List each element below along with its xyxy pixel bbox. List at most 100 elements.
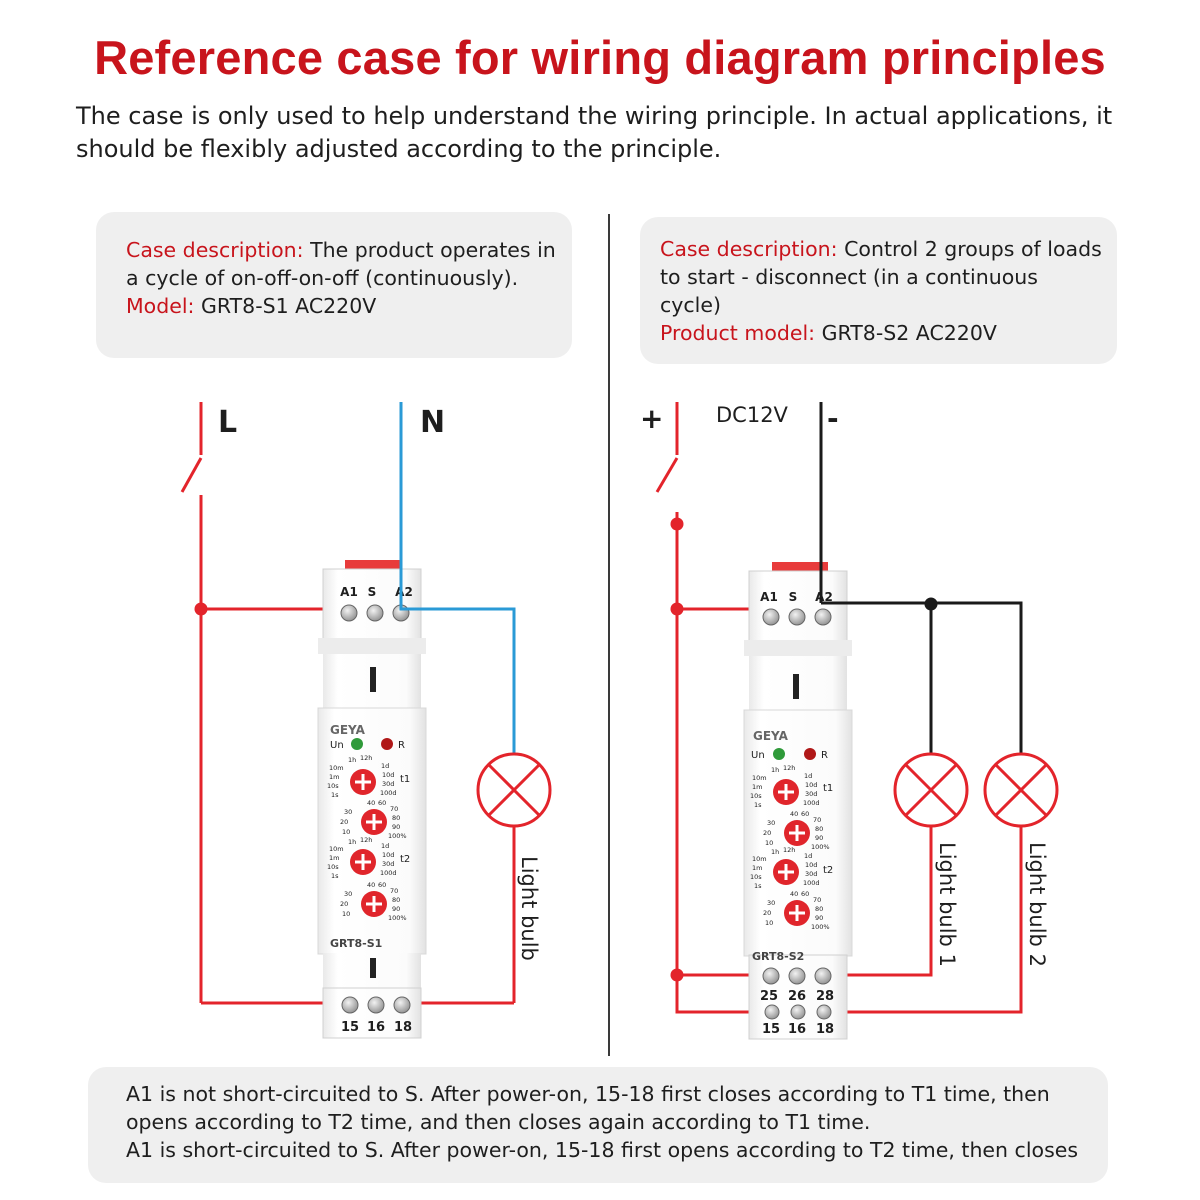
relay-led-label: R xyxy=(398,740,405,751)
top-screw-terminals xyxy=(340,604,410,622)
light-bulb-1-icon xyxy=(893,752,969,828)
top-screw-terminals xyxy=(762,608,832,626)
svg-text:1h: 1h xyxy=(771,766,779,774)
switch-contact xyxy=(655,457,679,493)
svg-text:90: 90 xyxy=(815,914,823,922)
svg-text:20: 20 xyxy=(763,829,771,837)
t2-range-knob xyxy=(773,859,799,885)
left-case-description-text: The product operates in a cycle of on-of… xyxy=(126,238,556,290)
svg-text:1m: 1m xyxy=(752,783,762,791)
svg-text:90: 90 xyxy=(392,823,400,831)
svg-text:1d: 1d xyxy=(804,772,812,780)
t1-label: t1 xyxy=(400,774,410,785)
switch-contact xyxy=(180,457,203,493)
svg-text:40: 40 xyxy=(790,810,798,818)
svg-text:40: 40 xyxy=(790,890,798,898)
terminal-18-label: 18 xyxy=(816,1022,834,1037)
junction-dot xyxy=(924,597,938,611)
svg-text:10: 10 xyxy=(342,828,350,836)
t2-scale-knob xyxy=(784,900,810,926)
terminal-16-label: 16 xyxy=(788,1022,806,1037)
svg-text:100%: 100% xyxy=(811,923,830,931)
svg-text:10m: 10m xyxy=(329,845,344,853)
left-case-description-label: Case description: xyxy=(126,238,304,262)
svg-text:100d: 100d xyxy=(803,799,820,807)
svg-text:1h: 1h xyxy=(771,848,779,856)
terminal-s-label: S xyxy=(789,590,798,604)
relay-led-label: R xyxy=(821,750,828,761)
svg-text:10: 10 xyxy=(765,839,773,847)
negative-bus-wire xyxy=(821,601,1023,753)
relay-led xyxy=(804,748,816,760)
terminal-a1-label: A1 xyxy=(760,590,778,604)
svg-text:20: 20 xyxy=(763,909,771,917)
svg-text:10s: 10s xyxy=(327,782,339,790)
svg-text:12h: 12h xyxy=(360,754,372,762)
svg-text:20: 20 xyxy=(340,900,348,908)
device-model-label: GRT8-S2 xyxy=(752,950,804,963)
fuse-dot xyxy=(670,517,684,531)
light-bulb-icon xyxy=(476,752,552,828)
knob-scale-markings: 1h 12h 10m 1m 10s 1s 1d 10d 30d 100d 40 … xyxy=(327,754,407,922)
svg-text:1m: 1m xyxy=(329,773,339,781)
svg-text:60: 60 xyxy=(801,890,809,898)
svg-text:90: 90 xyxy=(392,905,400,913)
svg-text:12h: 12h xyxy=(360,836,372,844)
terminal-a1-label: A1 xyxy=(340,585,358,599)
svg-text:80: 80 xyxy=(392,896,400,904)
right-case-model-label: Product model: xyxy=(660,321,816,345)
svg-text:80: 80 xyxy=(815,905,823,913)
bottom-screw-terminals xyxy=(764,1004,832,1020)
brand-logo: GEYA xyxy=(753,729,789,743)
power-led xyxy=(773,748,785,760)
t1-scale-knob xyxy=(784,820,810,846)
svg-text:10: 10 xyxy=(765,919,773,927)
svg-text:1d: 1d xyxy=(804,852,812,860)
t2-scale-knob xyxy=(361,891,387,917)
t2-label: t2 xyxy=(823,865,833,876)
neutral-label: N xyxy=(420,405,445,440)
t1-scale-knob xyxy=(361,809,387,835)
svg-text:100d: 100d xyxy=(380,789,397,797)
svg-text:80: 80 xyxy=(815,825,823,833)
right-case-description-label: Case description: xyxy=(660,237,838,261)
time-knobs xyxy=(350,769,387,917)
light-bulb-2-label: Light bulb 2 xyxy=(1025,842,1049,967)
svg-text:10s: 10s xyxy=(750,873,762,881)
terminal-26-label: 26 xyxy=(788,989,806,1004)
terminal-a2-label: A2 xyxy=(395,585,413,599)
right-case-model-text: GRT8-S2 AC220V xyxy=(815,321,997,345)
relay-module-grt8-s1: A1 S A2 GEYA Un R t1 t2 1h xyxy=(317,560,427,1039)
svg-text:1h: 1h xyxy=(348,756,356,764)
terminal-15-label: 15 xyxy=(341,1020,359,1035)
left-case-model-label: Model: xyxy=(126,294,195,318)
svg-text:30d: 30d xyxy=(805,870,817,878)
svg-text:70: 70 xyxy=(813,896,821,904)
svg-text:1s: 1s xyxy=(331,791,339,799)
svg-text:30: 30 xyxy=(767,819,775,827)
left-circuit: L N A1 S A2 xyxy=(180,402,552,1039)
t1-range-knob xyxy=(773,779,799,805)
svg-text:10d: 10d xyxy=(805,781,817,789)
svg-text:30: 30 xyxy=(344,808,352,816)
power-led xyxy=(351,738,363,750)
svg-text:1d: 1d xyxy=(381,842,389,850)
svg-text:10d: 10d xyxy=(382,771,394,779)
module-bar xyxy=(793,674,799,699)
svg-text:10m: 10m xyxy=(752,855,767,863)
relay-module-grt8-s2: A1 S A2 GEYA Un R t1 t2 1h xyxy=(743,562,853,1040)
svg-text:1m: 1m xyxy=(752,864,762,872)
svg-text:70: 70 xyxy=(813,816,821,824)
line-label: L xyxy=(218,405,237,440)
wire-from-28 xyxy=(826,826,933,977)
middle-screw-terminals xyxy=(762,967,832,985)
svg-text:40: 40 xyxy=(367,881,375,889)
svg-text:60: 60 xyxy=(378,799,386,807)
svg-text:1m: 1m xyxy=(329,854,339,862)
light-bulb-2-icon xyxy=(983,752,1059,828)
brand-logo: GEYA xyxy=(330,723,366,737)
right-case-description-text: Control 2 groups of loads to start - dis… xyxy=(660,237,1102,317)
right-case-description-box: Case description: Control 2 groups of lo… xyxy=(640,217,1117,364)
terminal-18-label: 18 xyxy=(394,1020,412,1035)
svg-text:1s: 1s xyxy=(331,872,339,880)
